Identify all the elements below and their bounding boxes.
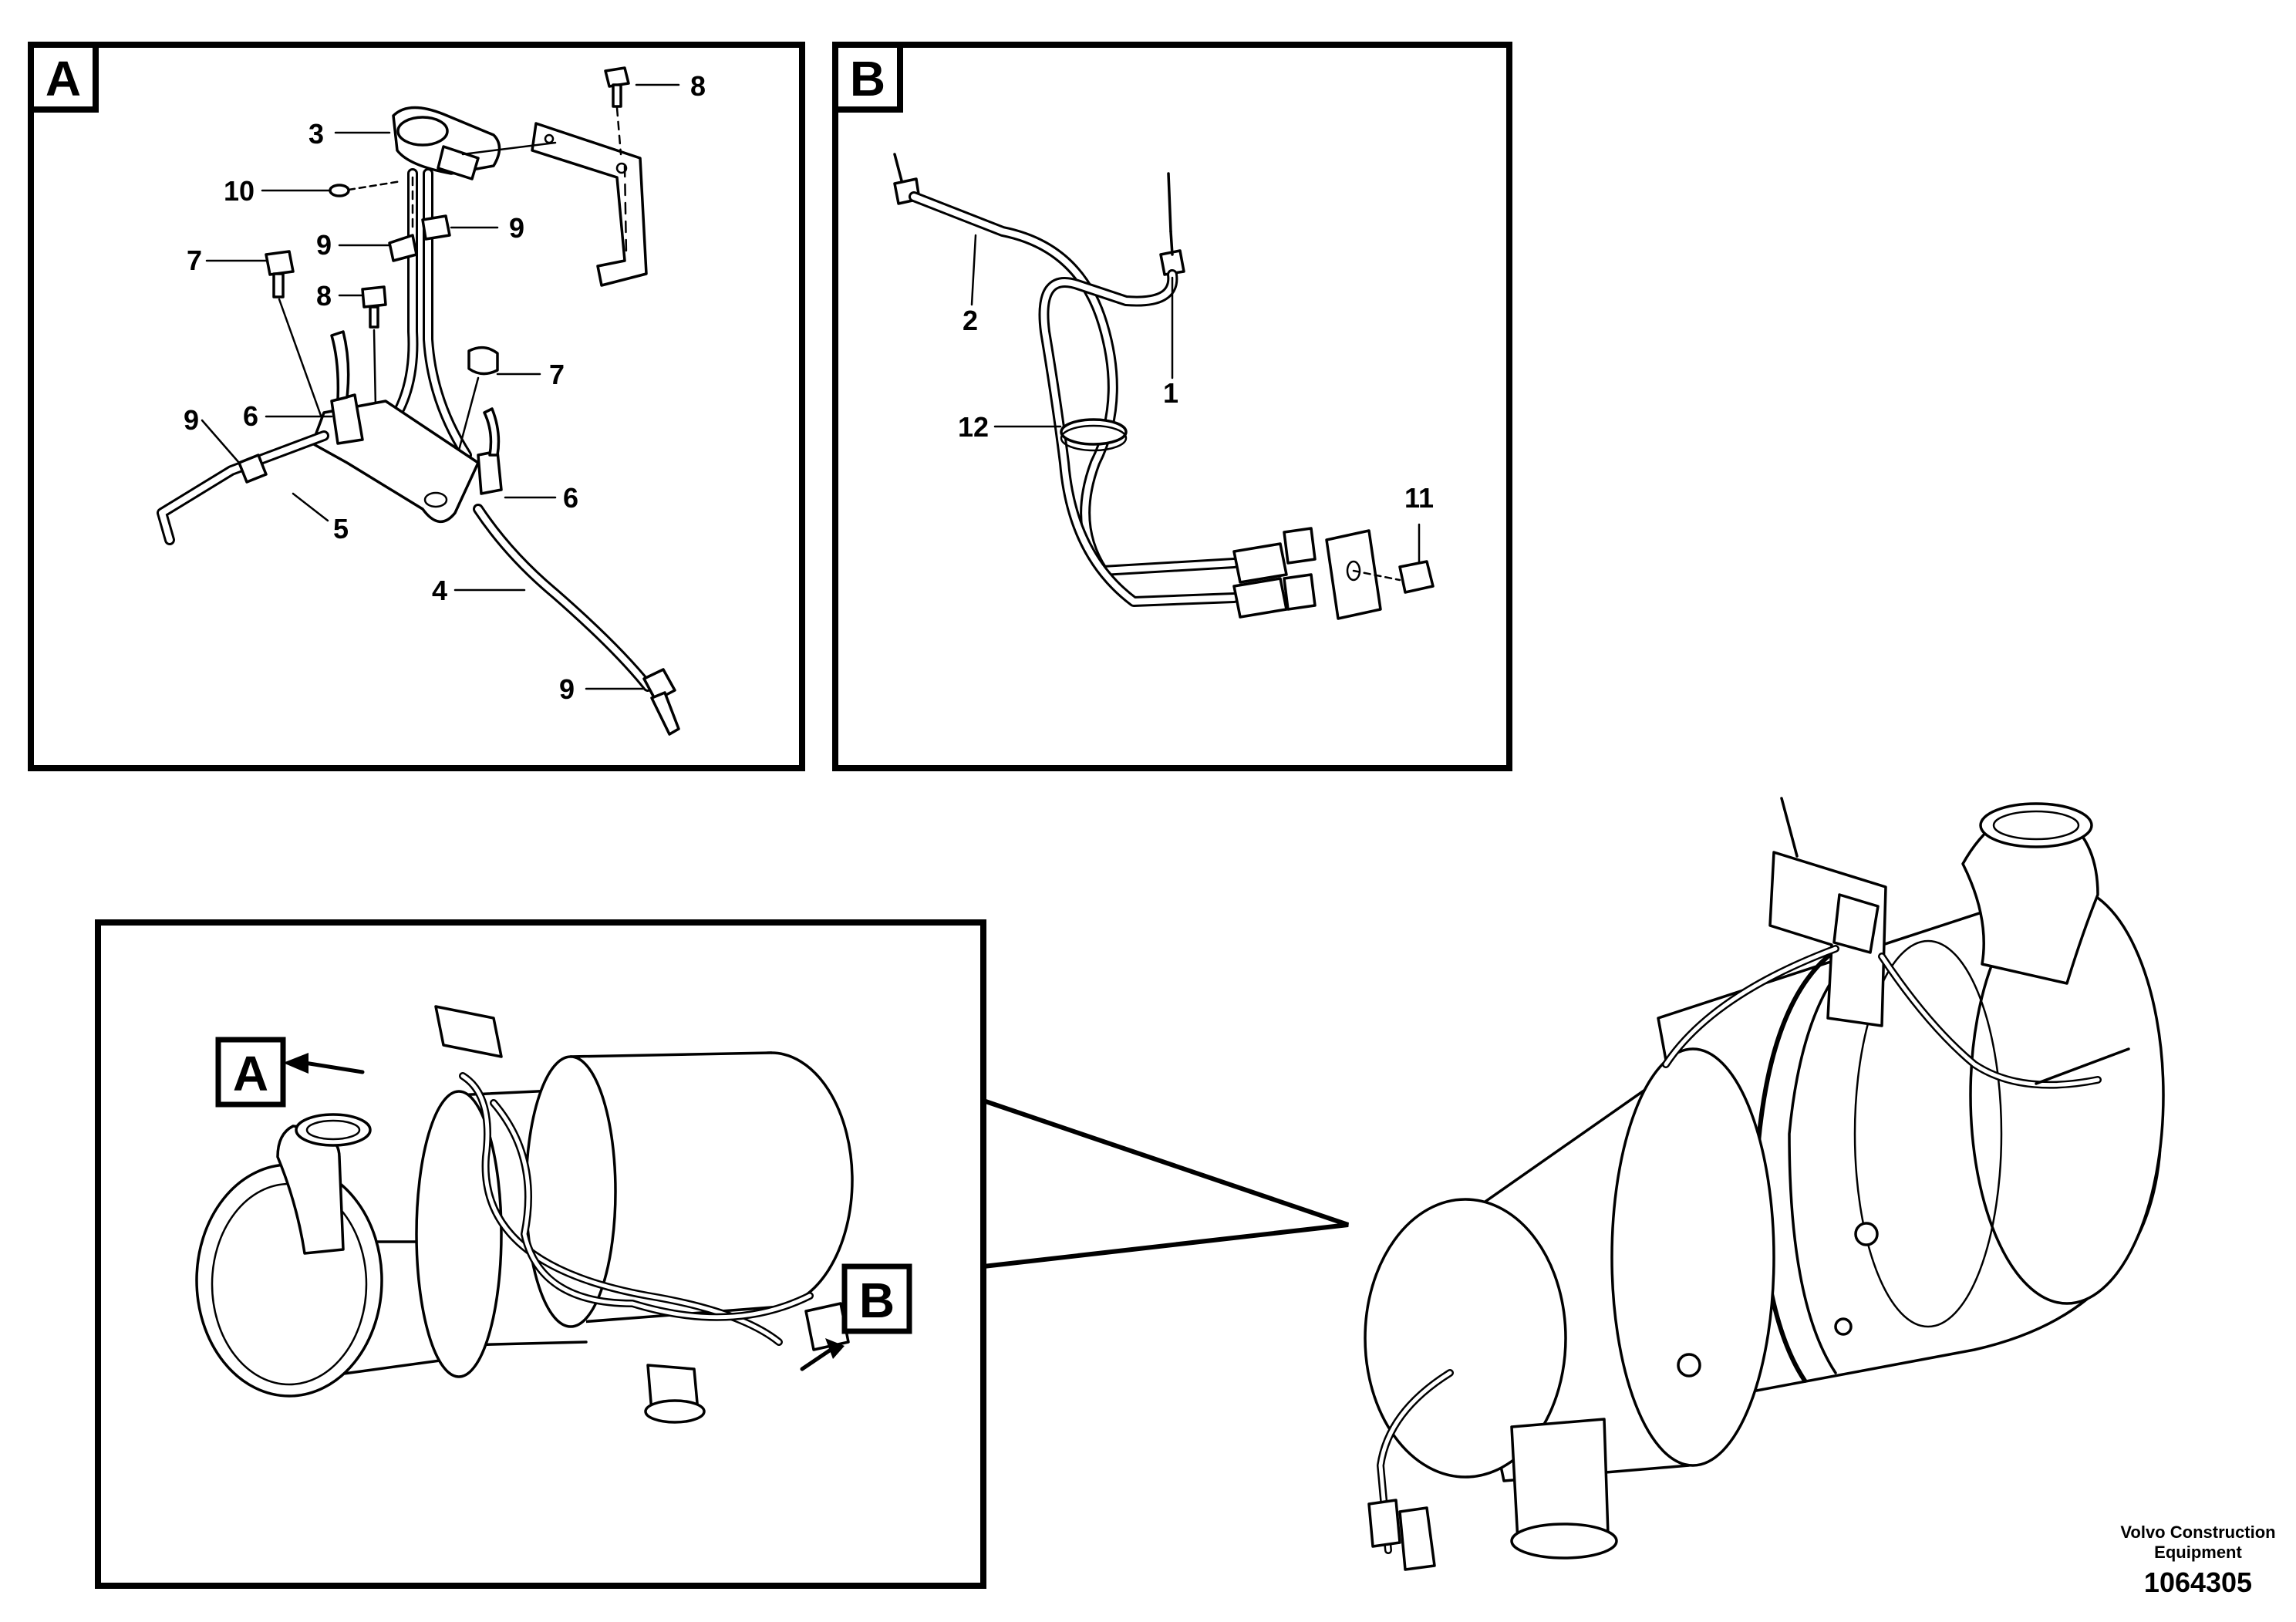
pipe <box>157 430 329 545</box>
bolt <box>361 285 387 449</box>
bolt <box>1352 560 1435 594</box>
overview-tag-b: B <box>800 1263 912 1371</box>
callout-6: 6 <box>563 482 578 514</box>
bolt <box>604 66 630 156</box>
hose-clip <box>388 234 418 262</box>
screw <box>329 180 403 197</box>
callout-9: 9 <box>509 212 524 244</box>
callout-4: 4 <box>432 575 447 606</box>
temperature-sensor-cable <box>1038 172 1239 607</box>
clamp-plate <box>311 330 503 523</box>
brand-line-1: Volvo Construction <box>2120 1523 2275 1542</box>
callout-7: 7 <box>187 244 202 276</box>
sensor-connectors <box>1232 527 1382 620</box>
callout-3: 3 <box>308 118 324 150</box>
detail-panel-a: A <box>28 42 805 771</box>
svg-text:A: A <box>233 1046 268 1101</box>
callout-6: 6 <box>243 400 258 432</box>
hose <box>473 504 680 736</box>
callouts-b: 2 1 12 11 <box>958 305 1434 514</box>
callout-9: 9 <box>559 673 575 705</box>
detail-panel-b: B <box>832 42 1512 771</box>
mounting-bracket <box>531 122 648 287</box>
brand-line-2: Equipment <box>2154 1543 2242 1562</box>
callout-7: 7 <box>549 359 565 390</box>
overview-panel: A B <box>95 919 1349 1589</box>
overview-wiring <box>434 1005 850 1351</box>
document-footer: Volvo Construction Equipment 1064305 <box>2120 1523 2275 1598</box>
callout-11: 11 <box>1404 482 1434 514</box>
callouts-a: 3 10 9 9 8 7 8 7 6 9 5 6 4 9 <box>184 70 706 705</box>
main-isometric-view <box>1364 797 2165 1571</box>
leader-lines-b <box>970 234 1421 565</box>
callout-10: 10 <box>224 175 255 207</box>
panel-a-tag: A <box>46 51 81 106</box>
hose-clip <box>421 214 451 241</box>
callout-8: 8 <box>316 280 332 312</box>
callout-9: 9 <box>316 229 332 261</box>
svg-text:B: B <box>859 1273 895 1328</box>
callout-8: 8 <box>690 70 706 102</box>
panel-b-tag: B <box>850 51 885 106</box>
callout-2: 2 <box>963 305 978 336</box>
sensor-unit <box>392 106 557 180</box>
temperature-sensor-cable <box>893 153 1239 576</box>
callout-5: 5 <box>333 513 349 545</box>
callout-12: 12 <box>958 411 989 443</box>
overview-tag-a: A <box>215 1037 365 1108</box>
leader-lines-a <box>201 83 680 690</box>
bolt <box>265 250 325 426</box>
document-number: 1064305 <box>2144 1566 2252 1598</box>
callout-9: 9 <box>184 404 199 436</box>
aftertreatment-unit <box>195 1051 854 1424</box>
callout-1: 1 <box>1163 377 1178 409</box>
grommet <box>1060 418 1128 452</box>
